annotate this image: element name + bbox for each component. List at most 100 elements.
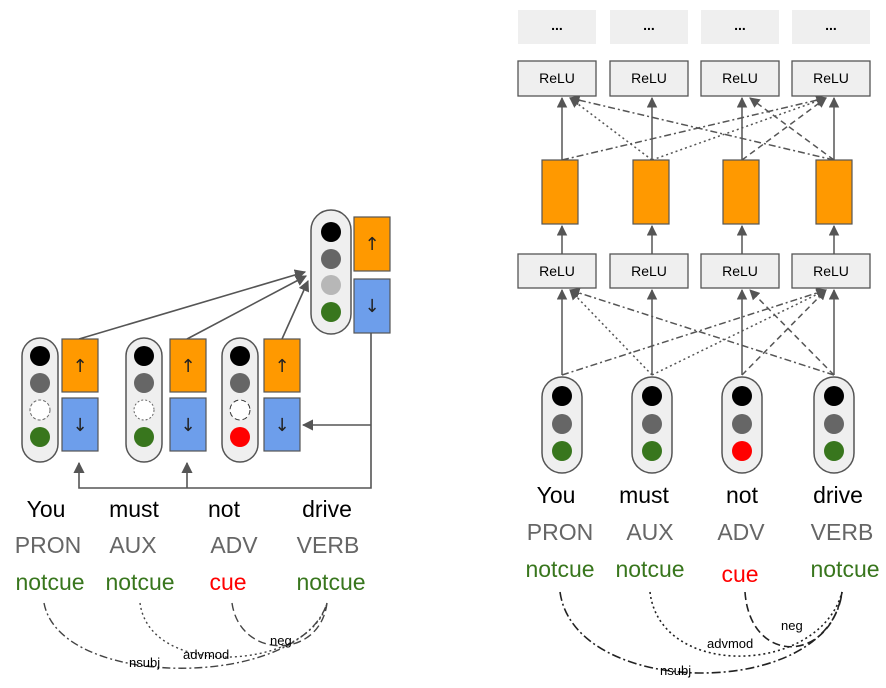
pos-aux: AUX [626, 519, 673, 545]
light-black [134, 346, 154, 366]
light-empty [229, 399, 251, 421]
ellipsis-text: ... [734, 17, 746, 33]
relu-label: ReLU [722, 263, 758, 279]
relu-box [700, 253, 780, 289]
ellipsis-box [701, 10, 779, 44]
left-diagram: ↑ ↓ ↑ ↓ ↑ ↓ [15, 209, 391, 670]
backward-lstm-box [263, 397, 301, 452]
light-light-gray [321, 275, 341, 295]
right-tokens: You must not drive PRON AUX ADV VERB not… [525, 482, 879, 587]
relu-box [791, 253, 871, 289]
label-cue: cue [209, 569, 246, 595]
hidden-layer-box [541, 159, 579, 225]
arrow-down-icon: ↓ [274, 415, 289, 436]
arc-neg [231, 602, 328, 647]
dep-neg: neg [781, 618, 803, 633]
forward-lstm-box [169, 338, 207, 393]
light-green [30, 427, 50, 447]
pos-pron: PRON [527, 519, 593, 545]
left-dependency-arcs [43, 602, 328, 669]
relu-label: ReLU [813, 263, 849, 279]
relu-label: ReLU [539, 70, 575, 86]
relu-label: ReLU [722, 70, 758, 86]
ellipsis-text: ... [551, 17, 563, 33]
relu-box [791, 60, 871, 97]
left-node-you: ↑ ↓ [21, 337, 99, 463]
backward-lstm-box [169, 397, 207, 452]
pos-adv: ADV [210, 532, 258, 558]
light-empty [29, 399, 51, 421]
light-black [230, 346, 250, 366]
arrow-up-icon: ↑ [274, 356, 289, 377]
arc-nsubj [559, 591, 843, 674]
pos-verb: VERB [297, 532, 360, 558]
arrow-down-icon: ↓ [364, 296, 379, 317]
light-gray [134, 373, 154, 393]
light-black [30, 346, 50, 366]
relu-label: ReLU [813, 70, 849, 86]
light-empty [133, 399, 155, 421]
relu-label: ReLU [631, 70, 667, 86]
pos-pron: PRON [15, 532, 81, 558]
hidden-layer-box [815, 159, 853, 225]
light-black [321, 222, 341, 242]
left-node-not: ↑ ↓ [221, 337, 301, 463]
relu-label: ReLU [539, 263, 575, 279]
left-node-must: ↑ ↓ [125, 337, 207, 463]
right-traffic-lights [541, 376, 855, 474]
arrow-down-icon: ↓ [180, 415, 195, 436]
hidden-layer-box [722, 159, 760, 225]
light-red [230, 427, 250, 447]
label-notcue: notcue [810, 556, 879, 582]
word-must: must [619, 482, 669, 508]
relu-label: ReLU [631, 263, 667, 279]
word-must: must [109, 496, 159, 522]
right-orange-layer [541, 159, 853, 225]
label-notcue: notcue [15, 569, 84, 595]
relu-box [700, 60, 780, 97]
arc-neg [744, 591, 843, 648]
dep-nsubj: nsubj [660, 663, 691, 678]
ellipsis-box [518, 10, 596, 44]
arrow-down-icon: ↓ [72, 415, 87, 436]
forward-lstm-box [353, 216, 391, 272]
arrow-up-icon: ↑ [72, 356, 87, 377]
arrow-up-icon: ↑ [180, 356, 195, 377]
light-gray [230, 373, 250, 393]
traffic-light-icon [310, 209, 352, 335]
pos-adv: ADV [717, 519, 765, 545]
dep-advmod: advmod [707, 636, 753, 651]
label-notcue: notcue [615, 556, 684, 582]
word-you: You [27, 496, 66, 522]
label-notcue: notcue [296, 569, 365, 595]
arc-advmod [139, 602, 328, 658]
right-relu-lower: ReLU ReLU ReLU ReLU [517, 253, 871, 289]
backward-lstm-box [353, 278, 391, 334]
label-notcue: notcue [105, 569, 174, 595]
word-not: not [208, 496, 241, 522]
arrow-up-icon: ↑ [364, 234, 379, 255]
light-gray [30, 373, 50, 393]
right-connections [556, 95, 840, 376]
dep-advmod: advmod [183, 647, 229, 662]
pos-aux: AUX [109, 532, 156, 558]
right-relu-upper: ReLU ReLU ReLU ReLU [517, 60, 871, 97]
word-drive: drive [302, 496, 352, 522]
relu-box [609, 60, 689, 97]
hidden-layer-box [632, 159, 670, 225]
dep-nsubj: nsubj [129, 655, 160, 670]
ellipsis-box [610, 10, 688, 44]
ellipsis-box [792, 10, 870, 44]
left-tokens: You must not drive PRON AUX ADV VERB not… [15, 496, 366, 595]
pos-verb: VERB [811, 519, 874, 545]
dep-neg: neg [270, 633, 292, 648]
label-notcue: notcue [525, 556, 594, 582]
ellipsis-text: ... [643, 17, 655, 33]
relu-box [517, 60, 597, 97]
word-drive: drive [813, 482, 863, 508]
ellipsis-text: ... [825, 17, 837, 33]
right-dependency-arcs [559, 591, 843, 674]
word-you: You [537, 482, 576, 508]
